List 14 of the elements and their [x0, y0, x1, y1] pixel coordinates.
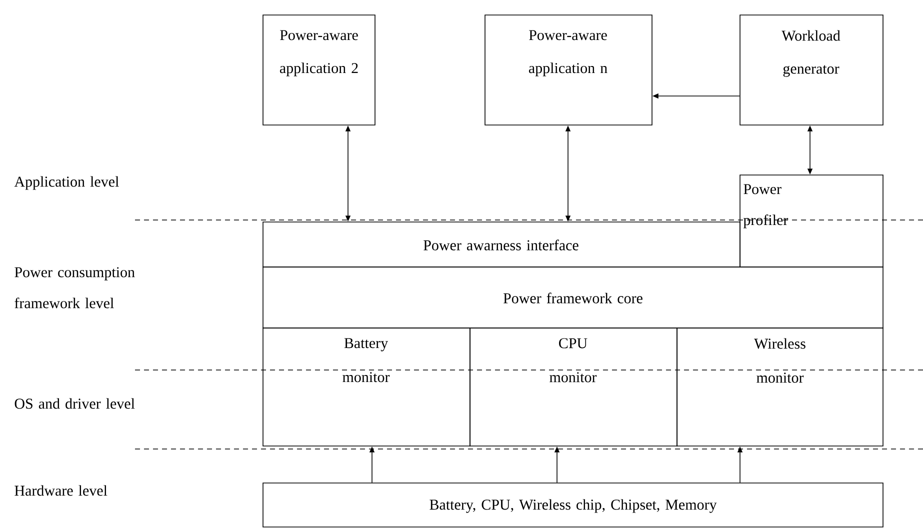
component-box: Battery, CPU, Wireless chip, Chipset, Memory — [262, 482, 884, 528]
component-box: Power-aware application n — [484, 14, 652, 126]
level-label: Power consumption framework level — [14, 267, 135, 308]
component-box: Workload generator — [740, 14, 884, 126]
component-box: Power profiler — [740, 174, 884, 268]
component-box: Wireless monitor — [676, 328, 884, 446]
level-label: Hardware level — [14, 485, 108, 496]
component-box: CPU monitor — [470, 328, 678, 446]
component-box: Power-aware application 2 — [262, 14, 376, 126]
component-box: Power awarness interface — [262, 222, 740, 268]
level-label: Application level — [14, 176, 119, 190]
level-label: OS and driver level — [14, 398, 135, 409]
component-box: Power framework core — [262, 266, 884, 328]
component-box: Battery monitor — [262, 328, 470, 446]
